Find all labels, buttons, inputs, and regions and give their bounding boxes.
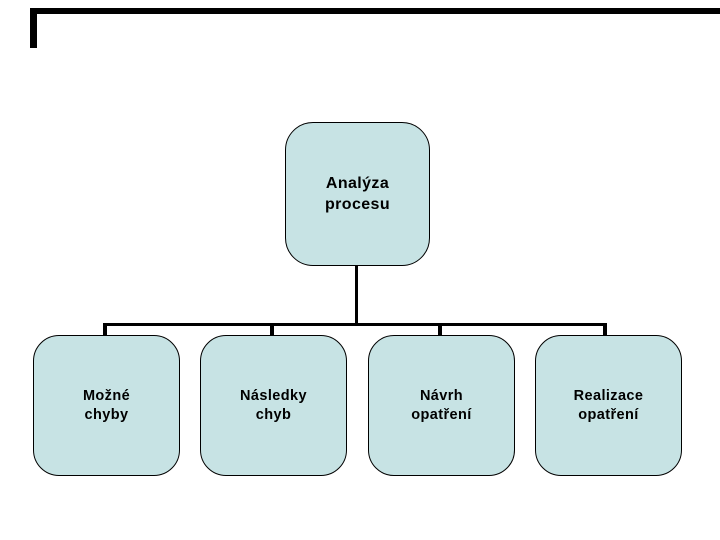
root-box-label-line1: Analýza (325, 175, 390, 192)
root-box-analyza-procesu[interactable]: Analýza procesu (285, 122, 430, 266)
child-box-label-line1: Návrh (419, 387, 464, 404)
connector-crossbar-line (103, 323, 607, 326)
child-box-label-line2: opatření (578, 406, 639, 423)
frame-corner-vertical-bar (30, 8, 37, 48)
connector-stub-nasledky-chyb (270, 323, 274, 336)
child-box-label-line2: chyby (84, 406, 129, 423)
child-box-mozne-chyby[interactable]: Možné chyby (33, 335, 180, 476)
frame-corner-horizontal-bar (30, 8, 720, 14)
root-box-label-line2: procesu (324, 196, 391, 213)
child-box-label-line1: Možné (82, 387, 131, 404)
child-box-label-line1: Následky (240, 387, 307, 404)
connector-stub-navrh-opatreni (438, 323, 442, 336)
child-box-label-line2: chyb (255, 406, 292, 423)
connector-stub-mozne-chyby (103, 323, 107, 336)
connector-trunk-line (355, 265, 358, 326)
child-box-realizace-opatreni[interactable]: Realizace opatření (535, 335, 682, 476)
connector-stub-realizace-opatreni (603, 323, 607, 336)
child-box-label-line2: opatření (411, 406, 472, 423)
child-box-label-line1: Realizace (573, 387, 644, 404)
child-box-nasledky-chyb[interactable]: Následky chyb (200, 335, 347, 476)
child-box-navrh-opatreni[interactable]: Návrh opatření (368, 335, 515, 476)
